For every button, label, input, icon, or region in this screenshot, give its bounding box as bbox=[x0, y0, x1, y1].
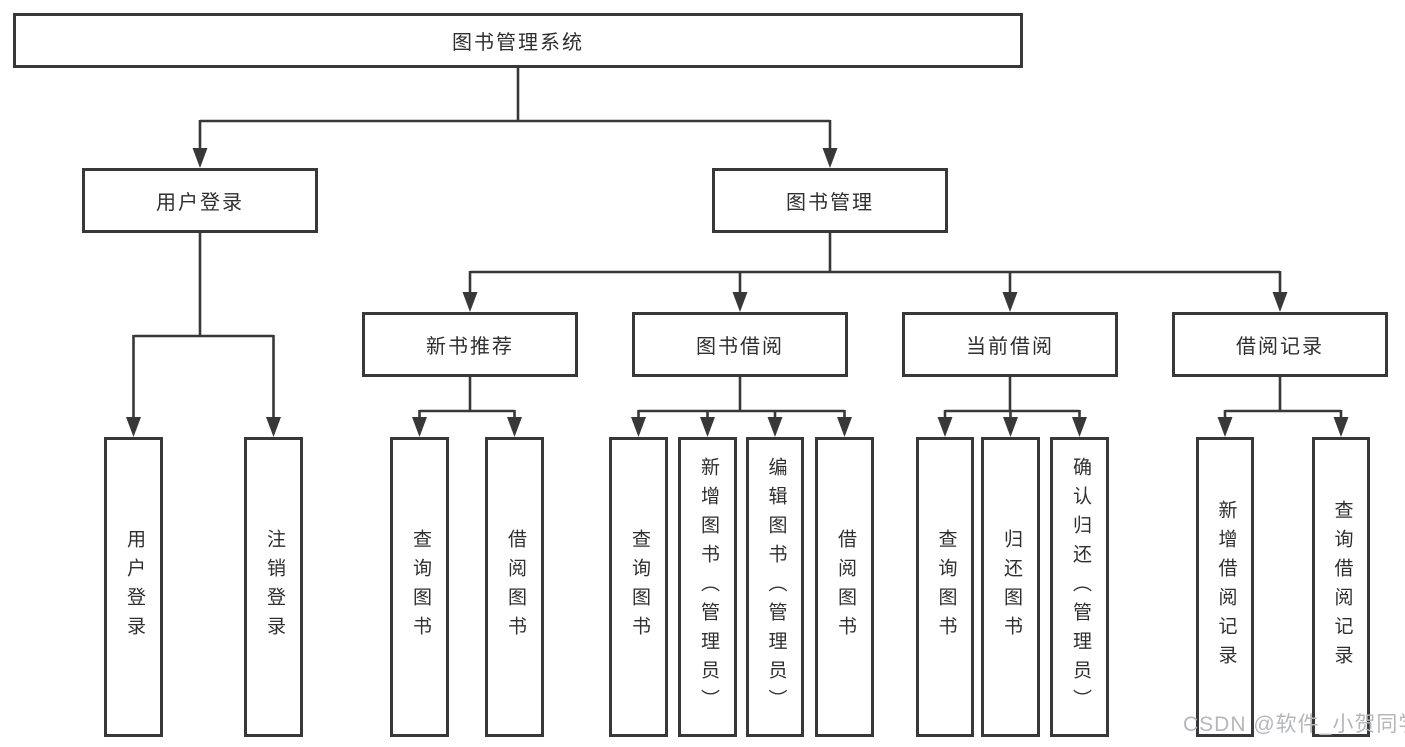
leaf-logout: 注销登录 bbox=[244, 437, 303, 737]
leaf-label: 查询图书 bbox=[628, 529, 650, 645]
node-new-book-recommend: 新书推荐 bbox=[362, 312, 578, 377]
leaf-query-borrow-record: 查询借阅记录 bbox=[1312, 437, 1370, 737]
leaf-query-books-current: 查询图书 bbox=[916, 437, 974, 737]
leaf-label: 查询图书 bbox=[409, 529, 431, 645]
leaf-query-books-borrowing: 查询图书 bbox=[609, 437, 668, 737]
leaf-user-login: 用户登录 bbox=[104, 437, 163, 737]
leaf-label: 借阅图书 bbox=[834, 529, 856, 645]
leaf-query-books-recommend: 查询图书 bbox=[390, 437, 449, 737]
connector-new-book-recommend bbox=[412, 377, 522, 437]
leaf-borrow-books: 借阅图书 bbox=[815, 437, 874, 737]
connector-user-login bbox=[126, 233, 281, 437]
leaf-borrow-books-recommend: 借阅图书 bbox=[485, 437, 544, 737]
connector-borrow-records bbox=[1217, 377, 1349, 437]
leaf-label: 新增图书（管理员） bbox=[697, 456, 719, 718]
leaf-add-books-admin: 新增图书（管理员） bbox=[678, 437, 737, 737]
leaf-confirm-return-admin: 确认归还（管理员） bbox=[1050, 437, 1109, 737]
connector-current-borrowing bbox=[937, 377, 1087, 437]
csdn-watermark: CSDN @软件_小贺同学 bbox=[1183, 713, 1405, 736]
leaf-label: 注销登录 bbox=[263, 529, 285, 645]
leaf-label: 借阅图书 bbox=[504, 529, 526, 645]
connector-book-borrowing bbox=[631, 377, 852, 437]
node-book-management: 图书管理 bbox=[712, 168, 948, 233]
node-borrow-records: 借阅记录 bbox=[1172, 312, 1388, 377]
leaf-edit-books-admin: 编辑图书（管理员） bbox=[746, 437, 804, 737]
leaf-label: 确认归还（管理员） bbox=[1069, 456, 1091, 718]
leaf-label: 查询借阅记录 bbox=[1331, 500, 1353, 674]
leaf-return-books: 归还图书 bbox=[981, 437, 1040, 737]
leaf-label: 编辑图书（管理员） bbox=[765, 456, 787, 718]
leaf-label: 用户登录 bbox=[123, 529, 145, 645]
connector-root bbox=[192, 68, 838, 168]
leaf-label: 新增借阅记录 bbox=[1215, 500, 1237, 674]
node-root: 图书管理系统 bbox=[13, 13, 1023, 68]
leaf-label: 查询图书 bbox=[935, 529, 957, 645]
node-user-login: 用户登录 bbox=[82, 168, 318, 233]
leaf-add-borrow-record: 新增借阅记录 bbox=[1196, 437, 1254, 737]
node-book-borrowing: 图书借阅 bbox=[632, 312, 848, 377]
connector-book-management bbox=[462, 233, 1288, 312]
node-current-borrowing: 当前借阅 bbox=[902, 312, 1118, 377]
leaf-label: 归还图书 bbox=[1000, 529, 1022, 645]
